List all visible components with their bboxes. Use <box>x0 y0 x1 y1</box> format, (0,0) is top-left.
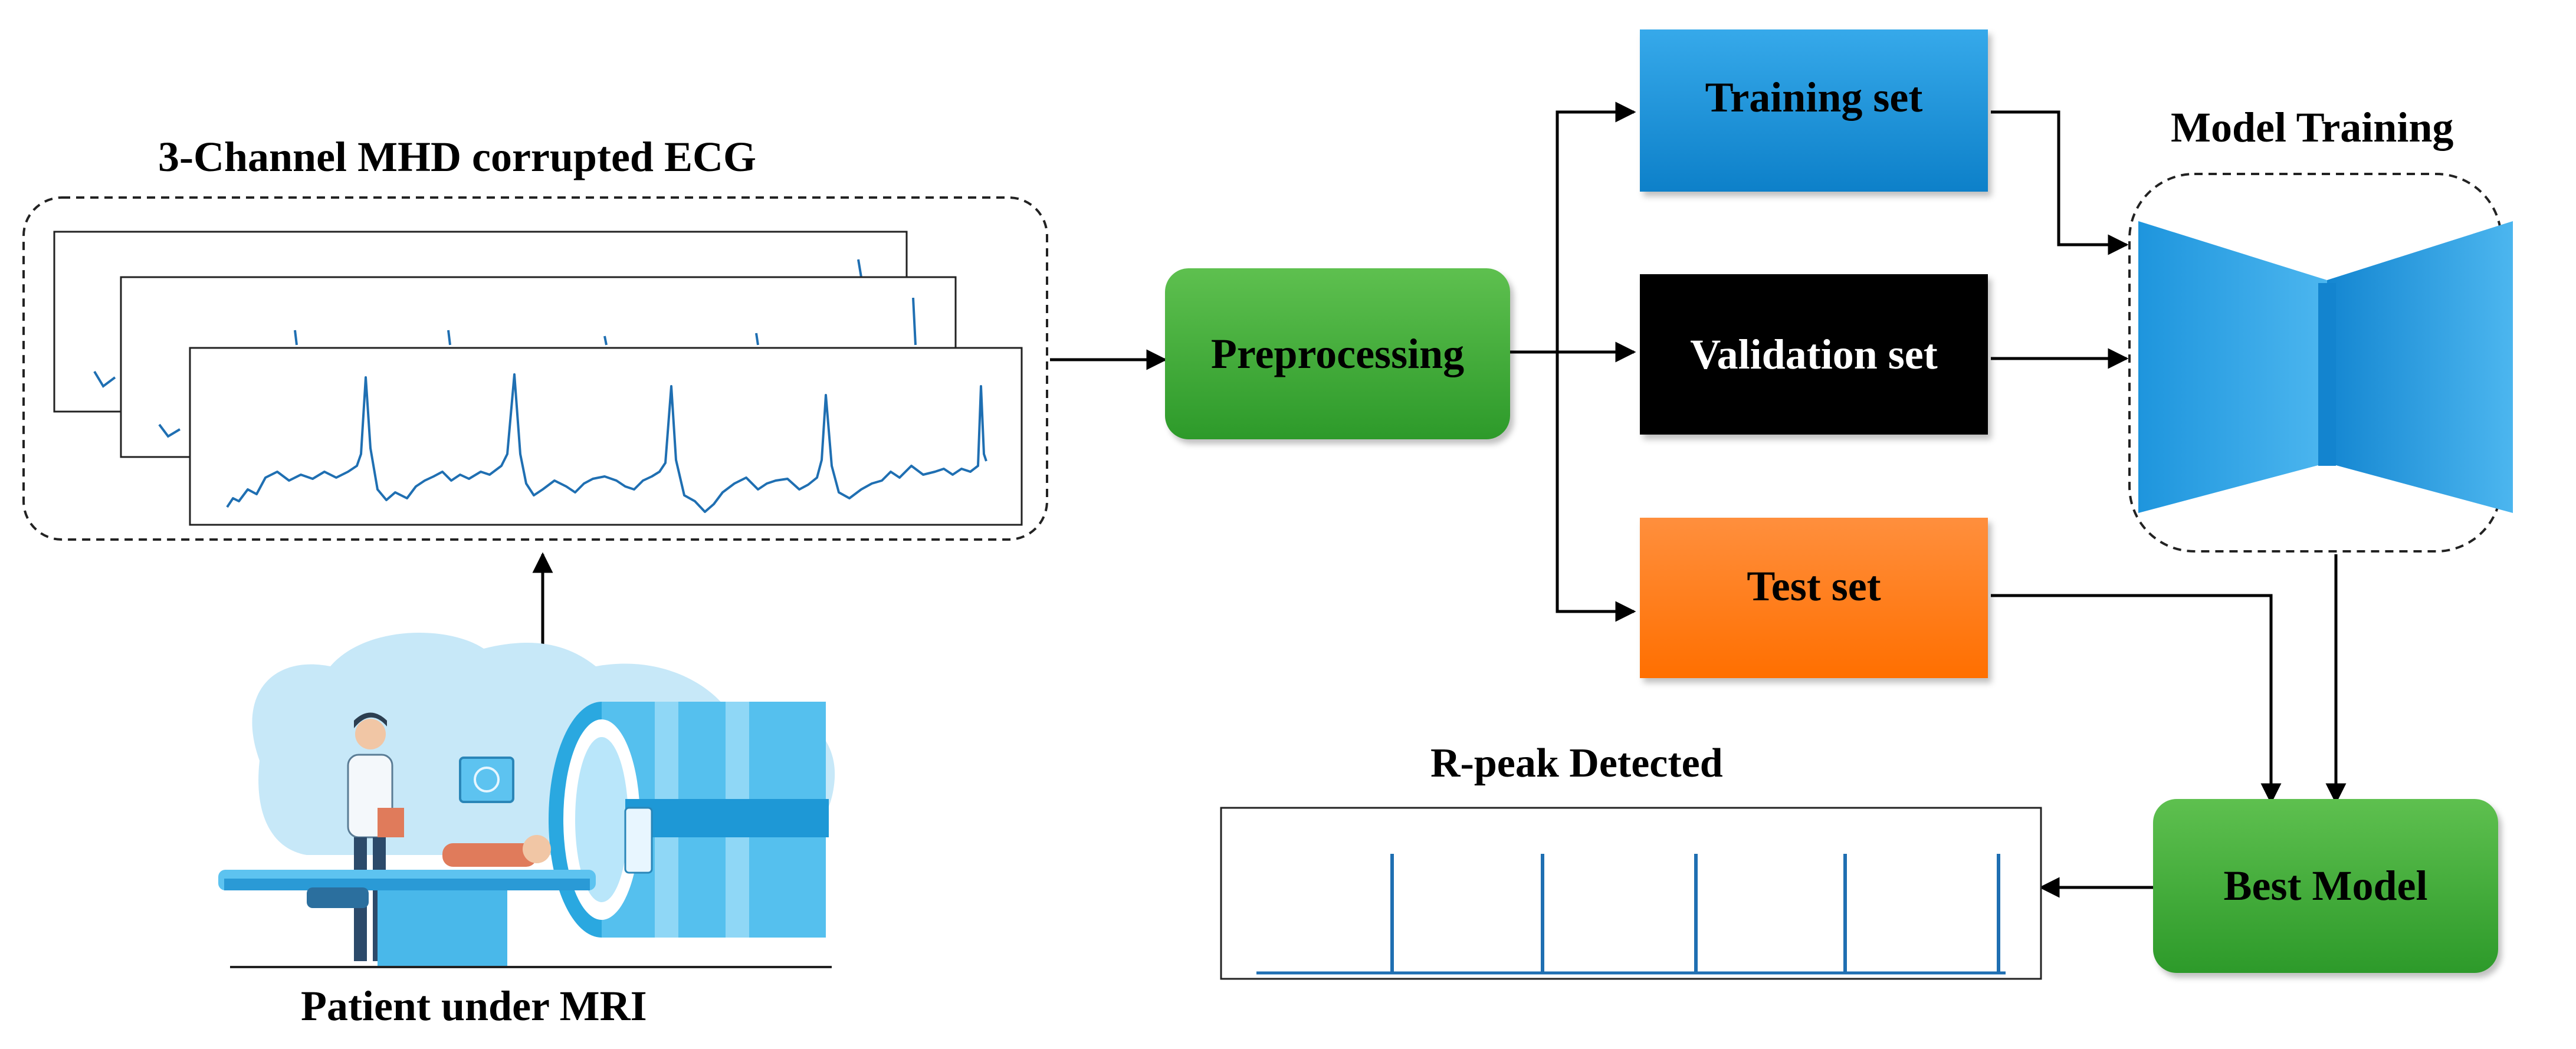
best-model-label: Best Model <box>2223 862 2428 909</box>
preprocessing-label: Preprocessing <box>1210 330 1465 377</box>
test-set-box: Test set <box>1640 518 1988 678</box>
patient-figure <box>442 843 537 867</box>
set-to-model-arrows <box>1991 110 2347 898</box>
test-set-label: Test set <box>1747 562 1881 610</box>
best-model-box: Best Model <box>2153 799 2498 973</box>
training-set-label: Training set <box>1705 73 1923 121</box>
ecg-title: 3-Channel MHD corrupted ECG <box>158 133 756 180</box>
encoder-decoder-model-icon <box>2138 221 2513 513</box>
ecg-panel-border <box>22 196 1048 541</box>
split-arrows <box>1510 101 1636 622</box>
r-peak-title: R-peak Detected <box>1430 741 1723 786</box>
ecg-channel-1 <box>189 347 1023 526</box>
training-set-box: Training set <box>1640 29 1988 192</box>
patient-label: Patient under MRI <box>301 982 647 1030</box>
preprocessing-box: Preprocessing <box>1165 268 1510 439</box>
model-training-title: Model Training <box>2171 104 2454 151</box>
mri-scanner-illustration <box>218 632 835 968</box>
validation-set-label: Validation set <box>1690 330 1938 378</box>
validation-set-box: Validation set <box>1640 274 1988 435</box>
r-peak-panel <box>1220 807 2042 980</box>
